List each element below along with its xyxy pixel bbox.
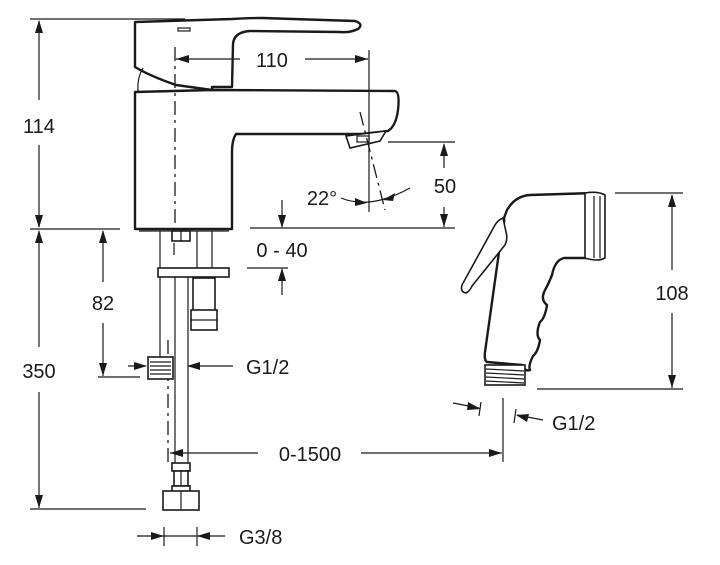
dim-valve-thread: G1/2 (128, 357, 289, 379)
dim-handset-thread: G1/2 (452, 401, 595, 435)
dim-label-deck-thickness: 0 - 40 (256, 240, 307, 262)
dim-label-handset-thread: G1/2 (552, 413, 595, 435)
dim-label-hose-thread: G3/8 (239, 527, 282, 549)
aerator (344, 130, 388, 149)
dim-handset-height: 108 (537, 192, 689, 390)
dim-hose-length: 350 (22, 230, 146, 510)
dim-spout-reach: 110 (176, 50, 370, 212)
fixing-plate (157, 267, 230, 278)
dim-spout-clearance: 50 (250, 141, 456, 229)
underdeck-assembly (147, 230, 230, 511)
tap-lever (133, 16, 362, 92)
dim-label-spout-reach: 110 (256, 50, 288, 72)
dim-hose-thread: G3/8 (137, 527, 282, 549)
bidet-handset (460, 191, 606, 386)
tap-body (133, 88, 400, 231)
dim-deck-thickness: 0 - 40 (247, 200, 308, 295)
dim-tap-height: 114 (23, 18, 185, 230)
dim-label-hose-range: 0-1500 (279, 444, 341, 466)
dim-label-valve-height: 82 (92, 293, 114, 315)
dim-spout-angle: 22° (307, 111, 411, 211)
dim-valve-height: 82 (92, 230, 140, 378)
dim-label-hose-length: 350 (22, 361, 55, 383)
handset-trigger (460, 216, 508, 294)
dim-label-valve-thread: G1/2 (246, 357, 289, 379)
dim-label-spout-angle: 22° (307, 188, 337, 210)
dim-label-tap-height: 114 (23, 116, 55, 138)
valve-thread (147, 356, 174, 380)
dim-label-handset-height: 108 (655, 283, 688, 305)
handset-head (584, 191, 606, 261)
dim-label-spout-clearance: 50 (434, 176, 456, 198)
lever-indicator (177, 27, 191, 32)
dim-hose-range: 0-1500 (170, 398, 504, 466)
